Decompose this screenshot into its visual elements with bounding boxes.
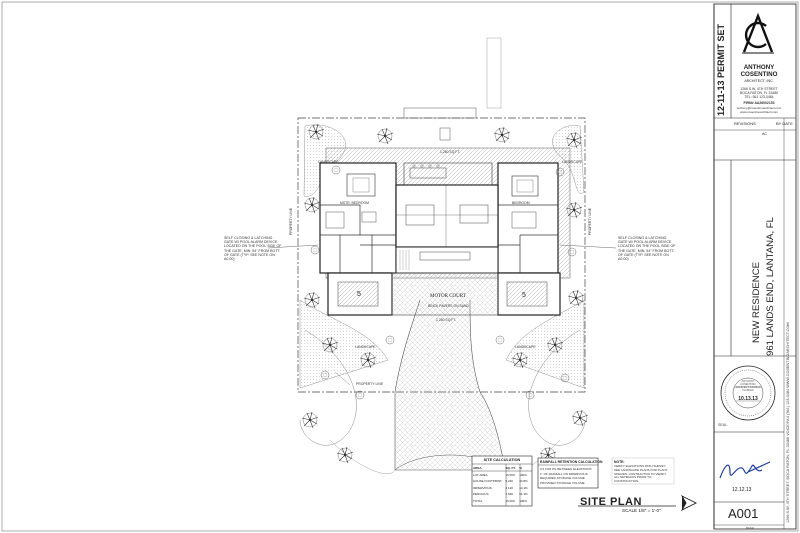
architect-firm-number: FIRM# AA26002153 [743, 101, 775, 105]
general-note-text: VERIFY ELEVATIONS WITH SURVEY. SEE LANDS… [614, 464, 668, 484]
pool-deck-area-label: 1,260 SQ.FT. [440, 150, 460, 154]
garage-right-number: 5 [522, 292, 526, 299]
architect-phone: TEL: 561 123-0484 [744, 95, 774, 99]
table-cell: % [519, 466, 522, 470]
seal-ring-text: ANTHONY COSENTINO ARCHITECT STATE OF FLO… [734, 380, 762, 392]
architect-address-line1: 1266 S.W. 4TH STREET [740, 87, 778, 91]
drainage-title: RAINFALL RETENTION CALCULATION [540, 460, 603, 464]
page-label: PAGE [746, 526, 755, 530]
architect-side-strip: 1266 S.W. 4TH STREET, BOCA RATON, FL 334… [786, 322, 790, 523]
motor-court-note: BRICK PAVERS ON SAND [428, 304, 469, 308]
table-cell: 15,000 [505, 498, 515, 503]
table-row: IMPERVIOUS 2,120 14.1% [473, 485, 533, 492]
architect-name-line2: COSENTINO [740, 71, 778, 78]
gate-note-right: SELF CLOSING & LATCHING GATE W/ POOL ALA… [618, 236, 676, 262]
table-cell: PERVIOUS [473, 492, 489, 497]
table-row: TOTAL 15,000 100% [473, 498, 533, 505]
gate-note-left: SELF CLOSING & LATCHING GATE W/ POOL ALA… [224, 236, 282, 262]
table-cell: AREA [473, 466, 482, 470]
architect-name-line3: ARCHITECT, INC. [744, 79, 774, 83]
table-cell: HOUSE FOOTPRINT [473, 479, 502, 484]
property-line-label-west: PROPERTY LINE [289, 207, 293, 235]
table-cell: TOTAL [473, 498, 483, 503]
table-row: LOT AREA 15,000 100% [473, 472, 533, 479]
landscape-label-bottom-right: LANDSCAPE [515, 345, 536, 349]
table-cell: 14.1% [519, 485, 528, 490]
seal-date: 10.13.13 [738, 396, 758, 402]
table-row: PERVIOUS 7,660 51.1% [473, 491, 533, 498]
table-cell: IMPERVIOUS [473, 485, 492, 490]
list-item: PROVIDED STORAGE VOLUME [540, 480, 585, 485]
garage-left-number: 5 [357, 291, 361, 298]
general-note-frame [611, 457, 675, 485]
drainage-table-frame [537, 457, 599, 489]
title-block [713, 3, 797, 530]
signature-date: 12.12.13 [732, 487, 752, 493]
motor-court-area-label: 1,260 SQ.FT. [436, 318, 456, 322]
bedroom-left-label: MSTR. BEDROOM [340, 201, 370, 205]
table-cell: 7,660 [505, 492, 513, 497]
list-item: REQUIRED STORAGE VOLUME [540, 476, 585, 481]
seal-label: SEAL [718, 423, 728, 427]
project-address: 961 LANDS END, LANTANA, FL [765, 217, 776, 356]
motor-court-label: MOTOR COURT [430, 294, 466, 299]
table-cell: 15,000 [505, 472, 515, 477]
signature-icon [719, 461, 771, 479]
table-cell: 100% [519, 472, 527, 477]
general-note-title: NOTE: [614, 460, 625, 464]
bedroom-right-label: BEDROOM [512, 201, 530, 205]
architect-name-line1: ANTHONY [743, 64, 775, 71]
sheet-number: A001 [728, 506, 759, 521]
drawing-title: SITE PLAN [580, 496, 642, 508]
revisions-label: REVISIONS [734, 121, 756, 126]
table-cell: SQ. FT. [505, 466, 516, 470]
landscape-label-right: LANDSCAPE [562, 160, 583, 164]
drawing-scale: SCALE 1/8" = 1'-0" [622, 508, 661, 513]
revisions-ac-label: AC [762, 132, 767, 136]
north-arrow-icon [680, 494, 698, 512]
table-cell: LOT AREA [473, 472, 488, 477]
list-item: 1" OF RAINFALL ON IMPERVIOUS [540, 471, 588, 476]
table-cell: 5,220 [505, 479, 513, 484]
table-cell: 34.8% [519, 479, 528, 484]
architect-logo-icon [742, 12, 774, 54]
table-cell: 51.1% [519, 492, 528, 497]
table-header-row: AREA SQ. FT.% [473, 465, 533, 472]
house-footprint [319, 162, 561, 316]
architect-address-line2: BOCA RATON, FL 33486 [739, 91, 778, 95]
architect-email: anthony@cosentinoarchitect.com [736, 106, 782, 110]
revisions-by-date-label: BY DATE [776, 121, 793, 126]
table-cell: 2,120 [505, 485, 513, 490]
permit-set-label: 12-11-13 PERMIT SET [716, 23, 726, 116]
project-name: NEW RESIDENCE [751, 261, 762, 343]
list-item: 0.5 FOR PIL BETWEEN ELEVATIONS [540, 467, 592, 471]
site-calc-title: SITE CALCULATION [483, 458, 521, 462]
property-line-label-east: PROPERTY LINE [588, 207, 592, 235]
landscape-label-bottom-left: LANDSCAPE [355, 345, 376, 349]
property-line-label: PROPERTY LINE [356, 382, 384, 386]
table-cell: 100% [519, 498, 527, 503]
architect-website: www.cosentinoarchitect.com [740, 110, 778, 114]
site-calc-table-frame [471, 455, 533, 507]
landscape-label-left: LANDSCAPE [318, 160, 339, 164]
architect-seal-icon [720, 365, 776, 421]
